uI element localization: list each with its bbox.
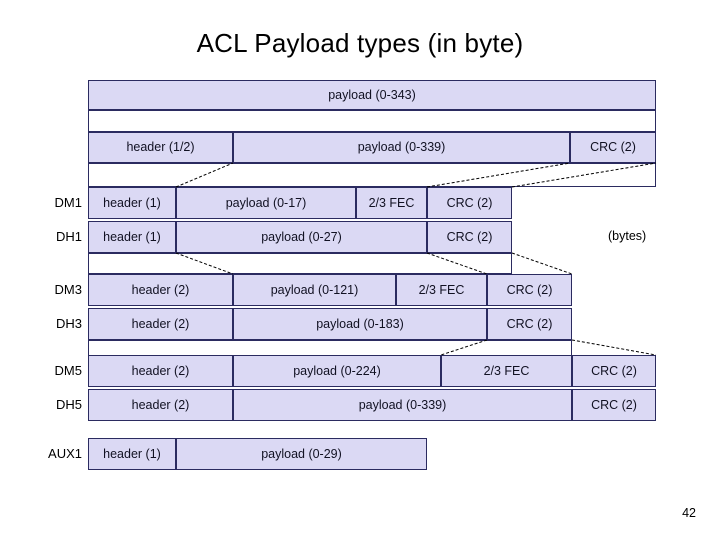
dm3-header-cell: header (2)	[88, 274, 233, 306]
dh1-header-cell: header (1)	[88, 221, 176, 253]
spacer-1-spacer-cell	[88, 110, 656, 132]
dm5-crc-cell: CRC (2)	[572, 355, 656, 387]
row-label-dm3: DM3	[54, 282, 82, 297]
dm1-header-cell: header (1)	[88, 187, 176, 219]
dm5-payload-cell: payload (0-224)	[233, 355, 441, 387]
dh1-right-to-dm3-connector	[511, 252, 573, 275]
baseband-packet-header-cell: header (1/2)	[88, 132, 233, 163]
dm1-fec-cell: 2/3 FEC	[356, 187, 427, 219]
dh1-payload-cell: payload (0-27)	[176, 221, 427, 253]
dh3-payload-cell: payload (0-183)	[233, 308, 487, 340]
dh5-payload-cell: payload (0-339)	[233, 389, 572, 421]
aux1-payload-cell: payload (0-29)	[176, 438, 427, 470]
dh5-crc-cell: CRC (2)	[572, 389, 656, 421]
dm5-header-cell: header (2)	[88, 355, 233, 387]
units-note: (bytes)	[608, 229, 647, 243]
dm1-crc-cell: CRC (2)	[427, 187, 512, 219]
row-label-dh1: DH1	[55, 229, 82, 244]
top-payload-payload-cell: payload (0-343)	[88, 80, 656, 110]
baseband-packet-crc-cell: CRC (2)	[570, 132, 656, 163]
dh3-header-cell: header (2)	[88, 308, 233, 340]
row-label-dh3: DH3	[55, 316, 82, 331]
dm1-payload-cell: payload (0-17)	[176, 187, 356, 219]
dm3-payload-cell: payload (0-121)	[233, 274, 396, 306]
dh5-header-cell: header (2)	[88, 389, 233, 421]
dh3-crc-cell: CRC (2)	[487, 308, 572, 340]
row-label-dh5: DH5	[55, 397, 82, 412]
baseband-packet-payload-cell: payload (0-339)	[233, 132, 570, 163]
page-title: ACL Payload types (in byte)	[196, 28, 524, 58]
row-label-aux1: AUX1	[48, 446, 82, 461]
page-number: 42	[682, 506, 696, 520]
dm3-crc-cell: CRC (2)	[487, 274, 572, 306]
row-label-dm1: DM1	[54, 195, 82, 210]
spacer-3-spacer-cell	[88, 253, 512, 274]
dm3-fec-cell: 2/3 FEC	[396, 274, 487, 306]
aux1-header-cell: header (1)	[88, 438, 176, 470]
row-label-dm5: DM5	[54, 363, 82, 378]
dh1-crc-cell: CRC (2)	[427, 221, 512, 253]
dh3-right-to-dm5-connector	[571, 339, 657, 356]
spacer-2-spacer-cell	[88, 163, 656, 187]
dm5-fec-cell: 2/3 FEC	[441, 355, 572, 387]
